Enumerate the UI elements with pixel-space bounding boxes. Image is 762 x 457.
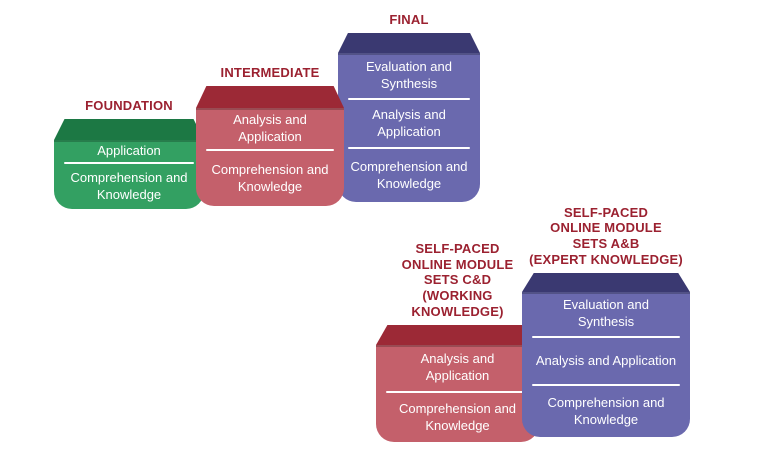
intermediate-section-analysis-application: Analysis and Application — [233, 111, 307, 144]
section-divider — [386, 391, 529, 393]
self-paced-sets-ab-body: Evaluation and Synthesis Analysis and Ap… — [522, 292, 690, 437]
self-paced-sets-cd-lid — [376, 325, 539, 345]
final-section-comprehension-knowledge: Comprehension and Knowledge — [350, 158, 468, 191]
intermediate-lid — [196, 86, 344, 108]
block-final: FINAL Evaluation and Synthesis Analysis … — [338, 12, 480, 202]
foundation-body: Application Comprehension and Knowledge — [54, 140, 204, 209]
final-label: FINAL — [389, 12, 429, 28]
self-paced-sets-cd-body: Analysis and Application Comprehension a… — [376, 345, 539, 442]
self-paced-sets-ab-label: SELF-PACED ONLINE MODULE SETS A&B (EXPER… — [529, 204, 683, 268]
intermediate-body: Analysis and Application Comprehension a… — [196, 108, 344, 206]
block-intermediate: INTERMEDIATE Analysis and Application Co… — [196, 65, 344, 206]
section-divider — [206, 149, 334, 151]
cd-section-comprehension-knowledge: Comprehension and Knowledge — [398, 400, 517, 433]
intermediate-section-comprehension-knowledge: Comprehension and Knowledge — [211, 161, 329, 194]
block-self-paced-sets-ab: SELF-PACED ONLINE MODULE SETS A&B (EXPER… — [522, 205, 690, 437]
section-divider — [348, 147, 470, 149]
cd-section-analysis-application: Analysis and Application — [420, 351, 495, 383]
final-body: Evaluation and Synthesis Analysis and Ap… — [338, 53, 480, 202]
final-section-evaluation-synthesis: Evaluation and Synthesis — [365, 58, 452, 91]
foundation-label: FOUNDATION — [85, 98, 173, 114]
section-divider — [64, 162, 194, 164]
self-paced-sets-cd-label: SELF-PACED ONLINE MODULE SETS C&D (WORKI… — [401, 240, 514, 320]
block-self-paced-sets-cd: SELF-PACED ONLINE MODULE SETS C&D (WORKI… — [376, 241, 539, 442]
self-paced-sets-ab-lid — [522, 273, 690, 292]
section-divider — [532, 384, 680, 386]
final-section-analysis-application: Analysis and Application — [372, 106, 446, 139]
foundation-section-application: Application — [97, 142, 161, 158]
intermediate-label: INTERMEDIATE — [220, 65, 320, 81]
foundation-lid — [54, 119, 204, 140]
final-lid — [338, 33, 480, 53]
block-foundation: FOUNDATION Application Comprehension and… — [54, 98, 204, 209]
ab-section-analysis-application: Analysis and Application — [535, 352, 677, 368]
section-divider — [532, 336, 680, 338]
ab-section-evaluation-synthesis: Evaluation and Synthesis — [562, 297, 649, 329]
ab-section-comprehension-knowledge: Comprehension and Knowledge — [547, 394, 665, 427]
section-divider — [348, 98, 470, 100]
foundation-section-comprehension-knowledge: Comprehension and Knowledge — [70, 169, 188, 202]
